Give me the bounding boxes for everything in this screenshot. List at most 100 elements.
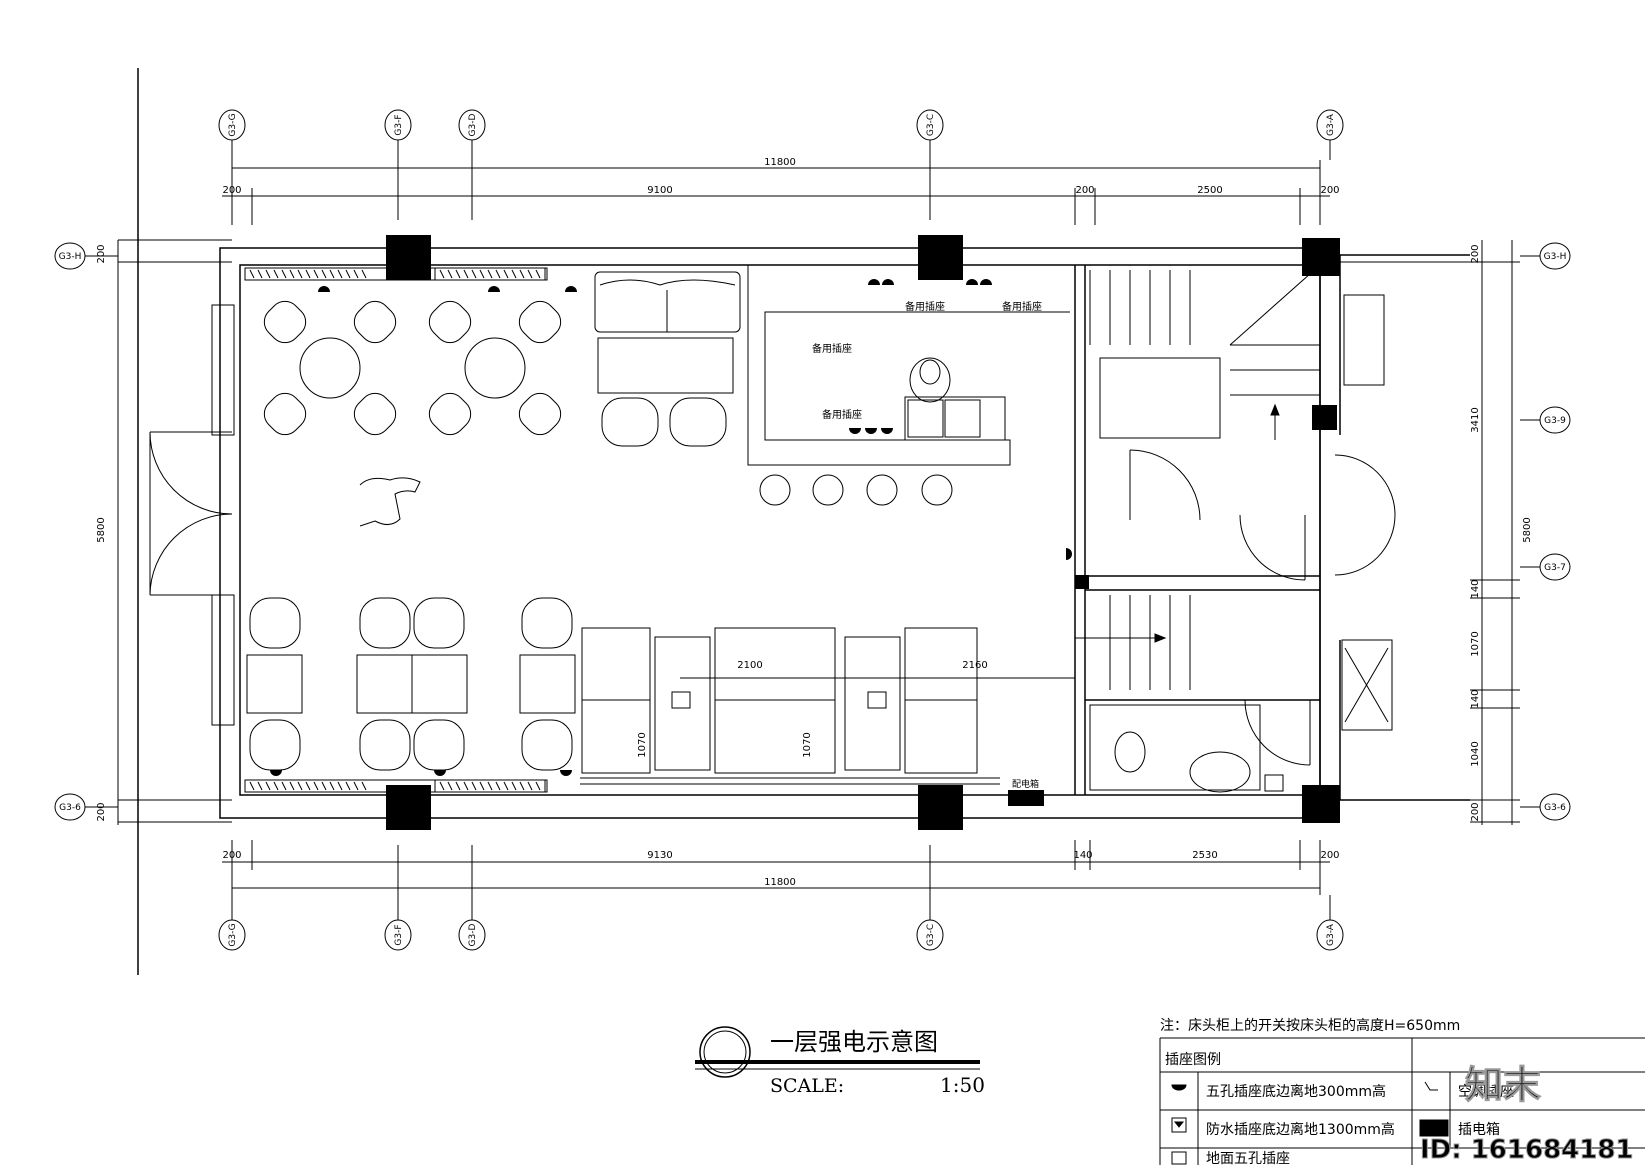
axis-bubble: G3-A xyxy=(1316,919,1344,951)
dim-top-seg: 200 xyxy=(1320,185,1339,196)
scale-label: SCALE: xyxy=(770,1075,844,1097)
dim-right-total: 5800 xyxy=(1522,517,1533,542)
dim-right-seg: 140 xyxy=(1470,689,1481,708)
dim-top-seg: 200 xyxy=(222,185,241,196)
svg-text:G3-C: G3-C xyxy=(926,924,936,946)
panel-label: 配电箱 xyxy=(1012,778,1039,790)
svg-text:G3-F: G3-F xyxy=(394,114,404,135)
dimension-labels: 11800 200 9100 200 2500 200 200 9130 140… xyxy=(96,157,1533,888)
socket-label: 备用插座 xyxy=(1002,300,1042,313)
dim-top-seg: 200 xyxy=(1075,185,1094,196)
dim-top-total: 11800 xyxy=(764,157,796,168)
socket-label: 备用插座 xyxy=(822,408,862,421)
dim-right-seg: 140 xyxy=(1470,579,1481,598)
axis-bubble: G3-C xyxy=(916,109,944,141)
axis-bubble: G3-C xyxy=(916,919,944,951)
dim-right-seg: 200 xyxy=(1470,802,1481,821)
dim-interior: 1070 xyxy=(802,732,813,757)
dim-left-total: 5800 xyxy=(96,517,107,542)
dim-interior: 2160 xyxy=(962,660,987,671)
booth-seating xyxy=(581,627,1075,774)
watermark: 知末 ID: 161684181 xyxy=(1420,1063,1635,1166)
watermark-id: ID: 161684181 xyxy=(1420,1135,1634,1165)
dim-interior: 1070 xyxy=(637,732,648,757)
socket-label: 备用插座 xyxy=(905,300,945,313)
scale-value: 1:50 xyxy=(940,1073,985,1097)
walls xyxy=(219,247,1470,819)
legend-right-desc: 空调插座 xyxy=(1458,1084,1514,1100)
svg-text:G3-C: G3-C xyxy=(926,114,936,136)
lower-dining xyxy=(246,597,576,771)
dim-interior: 2100 xyxy=(737,660,762,671)
dim-bottom-seg: 200 xyxy=(222,850,241,861)
dim-left-seg: 200 xyxy=(96,802,107,821)
dim-top-seg: 2500 xyxy=(1197,185,1222,196)
stairs xyxy=(1075,264,1321,690)
axis-bubble: G3-9 xyxy=(1539,406,1571,434)
columns xyxy=(386,235,1340,830)
svg-text:G3-H: G3-H xyxy=(1544,252,1567,262)
axis-bubble: G3-D xyxy=(458,919,486,951)
socket-label: 备用插座 xyxy=(812,342,852,355)
dim-right-seg: 200 xyxy=(1470,244,1481,263)
sofa-area xyxy=(594,271,741,447)
svg-text:G3-D: G3-D xyxy=(468,923,478,946)
drawing-title: 一层强电示意图 SCALE: 1:50 xyxy=(695,1026,985,1097)
svg-text:G3-9: G3-9 xyxy=(1544,416,1566,426)
bathroom-fixtures xyxy=(1089,294,1393,793)
watermark-logo: 知末 xyxy=(1465,1063,1541,1107)
dim-bottom-seg: 9130 xyxy=(647,850,672,861)
svg-text:G3-D: G3-D xyxy=(468,113,478,136)
svg-text:G3-H: G3-H xyxy=(59,252,82,262)
axis-bubble: G3-H xyxy=(54,242,86,270)
dim-left-seg: 200 xyxy=(96,244,107,263)
interior-doors xyxy=(1129,449,1396,766)
axis-bubble: G3-G xyxy=(218,109,246,141)
dining-table-set-2 xyxy=(428,300,562,436)
dim-bottom-seg: 2530 xyxy=(1192,850,1217,861)
axis-bubble: G3-G xyxy=(218,919,246,951)
axis-bubble: G3-7 xyxy=(1539,553,1571,581)
legend-table xyxy=(1159,1037,1645,1165)
axis-bubbles: G3-G G3-F G3-D G3-C G3-A G3-G G3-F G3- xyxy=(54,109,1571,951)
dim-bottom-total: 11800 xyxy=(764,877,796,888)
svg-text:G3-F: G3-F xyxy=(394,924,404,945)
dim-bottom-seg: 140 xyxy=(1073,850,1092,861)
floor-socket-symbols xyxy=(671,691,1284,792)
socket-symbols xyxy=(270,279,1072,776)
svg-text:G3-7: G3-7 xyxy=(1544,563,1566,573)
dim-right-seg: 1040 xyxy=(1470,741,1481,766)
svg-text:G3-6: G3-6 xyxy=(1544,803,1566,813)
dimension-lines xyxy=(84,140,1540,920)
legend-item-desc: 五孔插座底边离地300mm高 xyxy=(1206,1083,1386,1100)
legend-text: 注：床头柜上的开关按床头柜的高度H=650mm 插座图例 五孔插座底边离地300… xyxy=(1160,1017,1514,1167)
dining-table-set-1 xyxy=(263,300,397,436)
legend-item-desc: 地面五孔插座 xyxy=(1206,1151,1290,1165)
dim-bottom-seg: 200 xyxy=(1320,850,1339,861)
entrance-door xyxy=(149,304,235,726)
dim-top-seg: 9100 xyxy=(647,185,672,196)
svg-text:G3-G: G3-G xyxy=(228,113,238,136)
wall-hatch xyxy=(244,267,1000,793)
legend-item-desc: 防水插座底边离地1300mm高 xyxy=(1206,1121,1395,1138)
axis-bubble: G3-A xyxy=(1316,109,1344,141)
bar-counter xyxy=(359,265,1070,527)
svg-text:G3-A: G3-A xyxy=(1326,923,1336,946)
axis-bubble: G3-6 xyxy=(1539,793,1571,821)
axis-bubble: G3-H xyxy=(1539,242,1571,270)
legend-right-desc: 插电箱 xyxy=(1458,1122,1500,1138)
svg-text:G3-6: G3-6 xyxy=(59,803,81,813)
axis-bubble: G3-D xyxy=(458,109,486,141)
legend-note: 注：床头柜上的开关按床头柜的高度H=650mm xyxy=(1160,1017,1460,1034)
legend-header: 插座图例 xyxy=(1165,1052,1221,1068)
axis-bubble: G3-6 xyxy=(54,793,86,821)
axis-bubble: G3-F xyxy=(384,109,412,141)
legend-symbols xyxy=(1171,1081,1449,1165)
axis-bubble: G3-F xyxy=(384,919,412,951)
svg-text:G3-A: G3-A xyxy=(1326,113,1336,136)
dim-right-seg: 1070 xyxy=(1470,631,1481,656)
drawing-title-text: 一层强电示意图 xyxy=(770,1028,938,1056)
dim-right-seg: 3410 xyxy=(1470,407,1481,432)
